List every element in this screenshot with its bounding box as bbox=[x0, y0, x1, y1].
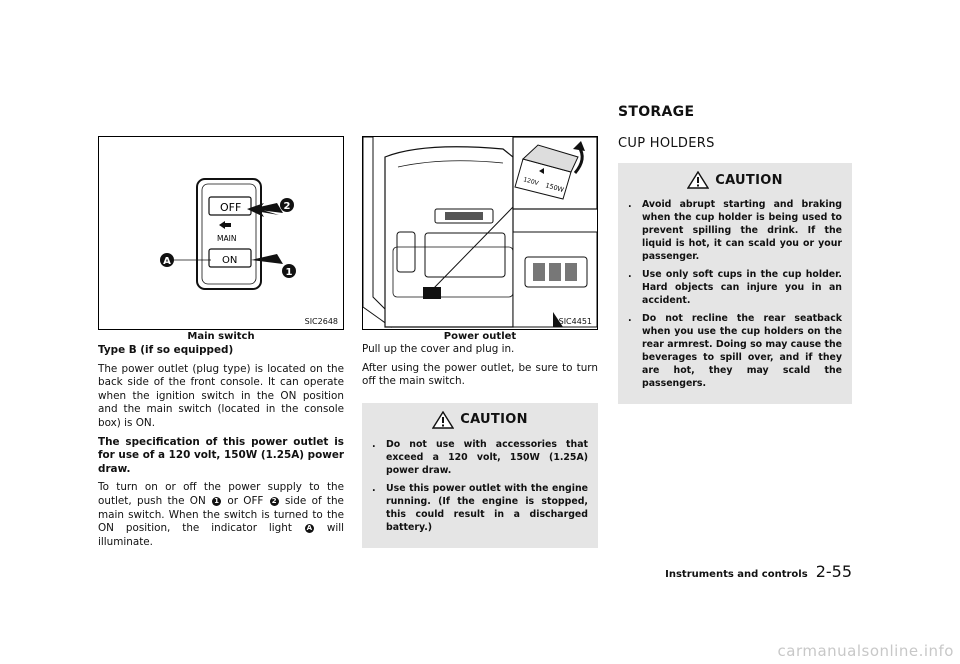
arrow-on-icon bbox=[251, 254, 283, 264]
footer-section-label: Instruments and controls bbox=[665, 569, 808, 580]
subheading: Type B (if so equipped) bbox=[98, 344, 234, 356]
ref-1: 1 bbox=[212, 496, 222, 506]
middle-column: 150W 120V SIC4451 Power outlet Pull up t… bbox=[362, 136, 598, 548]
caution-item: .Do not use with accessories that exceed… bbox=[372, 438, 588, 476]
watermark: carmanualsonline.info bbox=[777, 642, 954, 660]
caution-item: .Avoid abrupt starting and braking when … bbox=[628, 199, 842, 262]
callout-a bbox=[160, 253, 174, 267]
figure-code: SIC4451 bbox=[558, 317, 592, 326]
specification-paragraph: The specification of this power outlet i… bbox=[98, 435, 344, 475]
power-outlet-illustration: 150W 120V bbox=[363, 137, 597, 328]
paragraph: To turn on or off the power supply to th… bbox=[98, 481, 344, 548]
section-heading: STORAGE bbox=[618, 104, 695, 120]
main-label: MAIN bbox=[217, 234, 236, 243]
plug-icon bbox=[219, 221, 225, 229]
off-label: OFF bbox=[220, 201, 241, 214]
ref-a: A bbox=[304, 524, 314, 534]
left-column: OFF MAIN ON 2 1 A SIC2648 Main switch Ty… bbox=[98, 136, 344, 549]
figure-code: SIC2648 bbox=[304, 317, 338, 326]
caution-item: .Use only soft cups in the cup holder. H… bbox=[628, 269, 842, 306]
caution-item: .Use this power outlet with the engine r… bbox=[372, 482, 588, 533]
warning-icon bbox=[687, 171, 710, 189]
caution-title: CAUTION bbox=[460, 412, 528, 428]
figure-caption: Main switch bbox=[187, 331, 255, 342]
arrow-off-icon bbox=[251, 203, 283, 213]
svg-text:2: 2 bbox=[284, 201, 291, 212]
paragraph: Pull up the cover and plug in. bbox=[362, 343, 515, 355]
page-number: 2-55 bbox=[815, 562, 852, 581]
ref-2: 2 bbox=[269, 496, 279, 506]
svg-text:A: A bbox=[163, 256, 171, 267]
svg-text:1: 1 bbox=[286, 267, 293, 278]
main-switch-figure: OFF MAIN ON 2 1 A SIC2648 bbox=[98, 136, 344, 330]
right-column: CUP HOLDERS CAUTION .Avoid abrupt starti… bbox=[618, 136, 852, 404]
volt-label: 120V bbox=[522, 176, 540, 187]
main-switch-illustration: OFF MAIN ON 2 1 A bbox=[160, 178, 296, 290]
page-footer: Instruments and controls 2-55 bbox=[665, 562, 852, 581]
plug-icon bbox=[539, 168, 544, 174]
figure-caption: Power outlet bbox=[443, 331, 517, 342]
paragraph: After using the power outlet, be sure to… bbox=[362, 361, 598, 388]
caution-title: CAUTION bbox=[715, 172, 783, 188]
caution-box: CAUTION .Do not use with accessories tha… bbox=[362, 402, 598, 548]
lift-arrow-icon bbox=[573, 141, 585, 151]
on-label: ON bbox=[222, 255, 237, 266]
callout-1 bbox=[282, 264, 296, 278]
callout-2 bbox=[280, 198, 294, 212]
outlet-icon bbox=[423, 287, 441, 299]
paragraph: The power outlet (plug type) is located … bbox=[98, 362, 344, 429]
warning-icon bbox=[432, 410, 455, 429]
caution-box: CAUTION .Avoid abrupt starting and braki… bbox=[618, 163, 852, 404]
power-outlet-figure: 150W 120V SIC4451 bbox=[362, 136, 598, 330]
cup-holders-title: CUP HOLDERS bbox=[618, 136, 715, 151]
caution-item: .Do not recline the rear seatback when y… bbox=[628, 313, 842, 389]
